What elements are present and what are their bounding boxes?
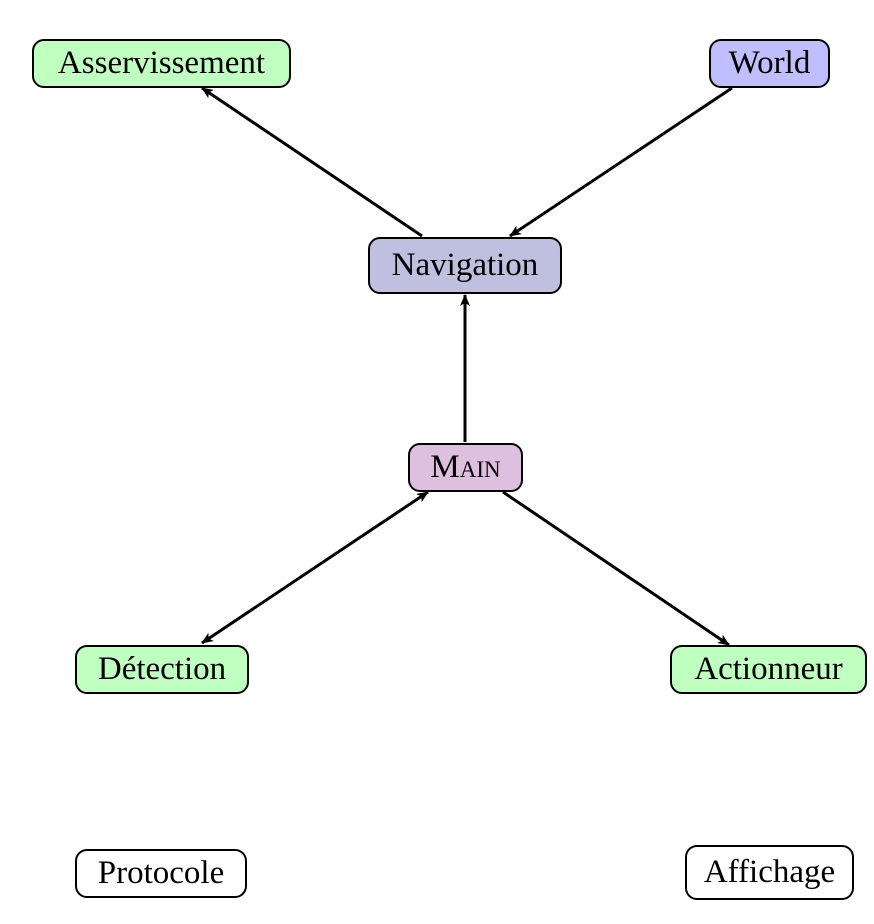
node-navigation-label: Navigation — [391, 247, 539, 283]
node-protocole-label: Protocole — [97, 855, 225, 891]
edge-main-to-actionneur — [502, 490, 730, 647]
node-asservissement: Asservissement — [32, 39, 291, 88]
node-main-label: Main — [430, 449, 501, 485]
node-navigation: Navigation — [368, 237, 562, 294]
node-asservissement-label: Asservissement — [57, 45, 266, 81]
node-main: Main — [408, 443, 523, 492]
node-actionneur: Actionneur — [670, 645, 867, 694]
edge-navigation-to-asservissement — [201, 86, 423, 238]
node-affichage: Affichage — [685, 845, 854, 900]
node-actionneur-label: Actionneur — [694, 651, 843, 687]
node-world-label: World — [728, 45, 811, 81]
node-protocole: Protocole — [75, 849, 247, 898]
node-world: World — [709, 39, 830, 88]
edge-main-detection-bidirectional — [201, 490, 429, 645]
node-detection: Détection — [75, 645, 249, 694]
node-affichage-label: Affichage — [703, 854, 836, 890]
node-detection-label: Détection — [97, 651, 227, 687]
edge-world-to-navigation — [509, 86, 733, 238]
